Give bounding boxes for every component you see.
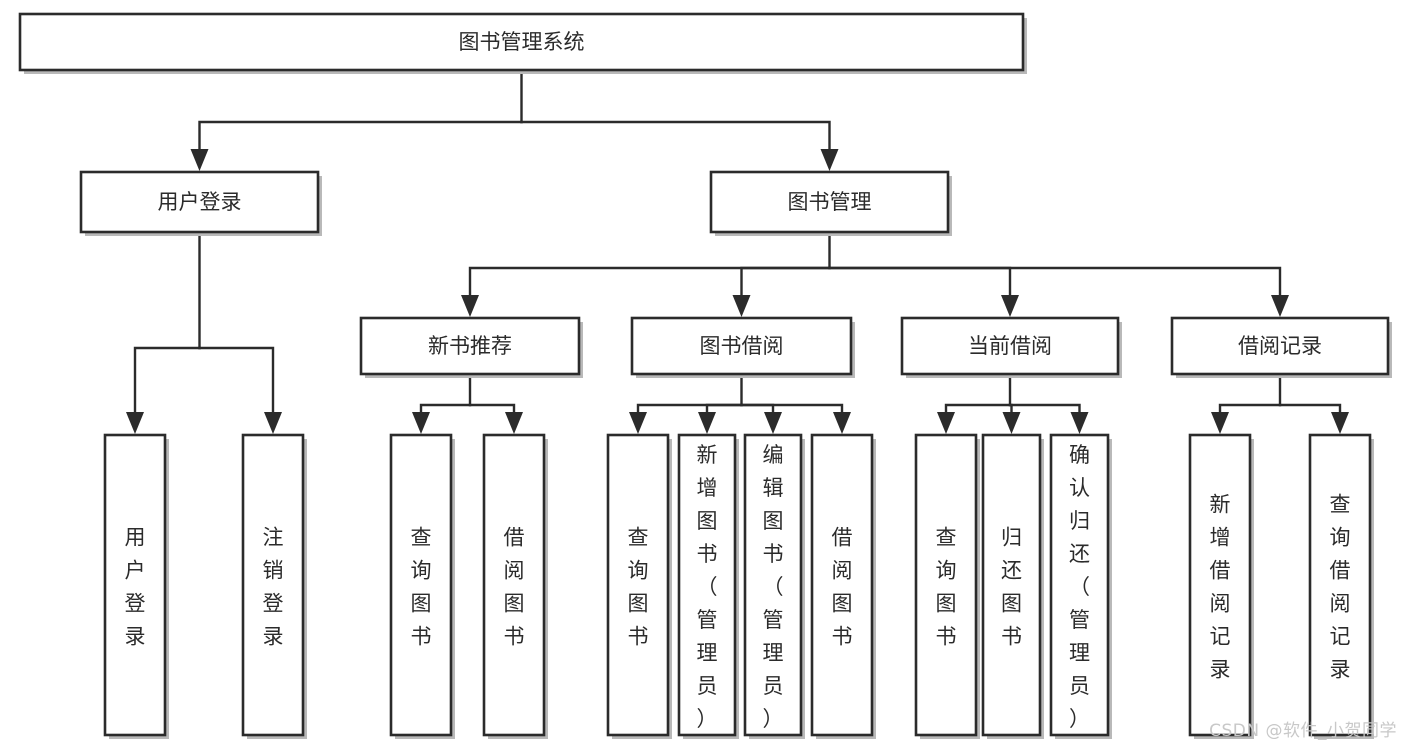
arrow-down-icon [190,149,209,171]
arrow-down-icon [264,412,282,434]
arrow-down-icon [820,149,839,171]
node-用户登录[interactable]: 用户登录 [103,433,169,739]
node-新增图书管理员[interactable]: 新增图书（管理员） [677,433,739,739]
arrow-down-icon [833,412,851,434]
node-label: 借阅图书 [504,526,525,649]
node-label: 注销登录 [263,526,284,649]
arrow-down-icon [1271,295,1289,317]
node-label: 图书管理 [788,190,872,214]
node-label: 查询图书 [628,526,649,649]
branch-line [944,403,1012,415]
connector-layer [126,68,1349,434]
node-借阅记录[interactable]: 借阅记录 [1170,316,1392,378]
branch-line [468,266,831,298]
arrow-down-icon [412,412,430,434]
node-label: 图书借阅 [700,334,784,358]
branch-line [1278,403,1342,415]
node-借阅图书[interactable]: 借阅图书 [810,433,876,739]
node-label: 查询借阅记录 [1330,493,1351,682]
arrow-down-icon [937,412,955,434]
node-label: 编辑图书（管理员） [763,443,784,731]
node-label: 借阅图书 [832,526,853,649]
arrow-down-icon [732,295,751,317]
branch-line [133,346,201,415]
node-借阅图书[interactable]: 借阅图书 [482,433,548,739]
node-label: 当前借阅 [968,334,1052,358]
arrow-down-icon [629,412,647,434]
node-label: 借阅记录 [1238,334,1322,358]
node-label: 图书管理系统 [459,30,585,54]
node-归还图书[interactable]: 归还图书 [981,433,1044,739]
node-label: 查询图书 [936,526,957,649]
branch-line [419,403,472,415]
node-label: 确认归还（管理员） [1069,443,1090,731]
node-查询图书[interactable]: 查询图书 [914,433,980,739]
node-label: 新增图书（管理员） [697,443,718,731]
node-查询借阅记录[interactable]: 查询借阅记录 [1308,433,1374,739]
node-图书管理[interactable]: 图书管理 [709,170,952,236]
node-label: 新增借阅记录 [1210,493,1231,682]
node-确认归还管理员[interactable]: 确认归还（管理员） [1049,433,1112,739]
branch-line [520,120,831,152]
arrow-down-icon [505,412,523,434]
arrow-down-icon [1002,412,1021,434]
branch-line [1008,403,1081,415]
node-label: 新书推荐 [428,334,512,358]
node-当前借阅[interactable]: 当前借阅 [900,316,1122,378]
arrow-down-icon [698,412,716,434]
node-label: 用户登录 [125,526,146,649]
branch-line [198,120,523,152]
branch-line [828,266,1012,298]
node-注销登录[interactable]: 注销登录 [241,433,307,739]
branch-line [468,403,516,415]
node-新增借阅记录[interactable]: 新增借阅记录 [1188,433,1254,739]
branch-line [198,346,275,415]
arrow-down-icon [764,412,782,434]
branch-line [740,403,844,415]
node-label: 查询图书 [411,526,432,649]
node-查询图书[interactable]: 查询图书 [389,433,455,739]
node-新书推荐[interactable]: 新书推荐 [359,316,583,378]
arrow-down-icon [1070,412,1089,434]
node-label: 用户登录 [158,190,242,214]
node-图书管理系统[interactable]: 图书管理系统 [18,12,1027,74]
branch-line [1218,403,1282,415]
branch-line [740,266,831,298]
node-用户登录[interactable]: 用户登录 [79,170,322,236]
arrow-down-icon [126,412,144,434]
arrow-down-icon [1001,295,1019,317]
node-编辑图书管理员[interactable]: 编辑图书（管理员） [743,433,805,739]
node-查询图书[interactable]: 查询图书 [606,433,672,739]
arrow-down-icon [1211,412,1229,434]
node-label: 归还图书 [1001,526,1022,649]
node-图书借阅[interactable]: 图书借阅 [630,316,855,378]
node-layer: 图书管理系统用户登录图书管理新书推荐图书借阅当前借阅借阅记录用户登录注销登录查询… [18,12,1392,739]
arrow-down-icon [461,295,479,317]
branch-line [828,266,1282,298]
arrow-down-icon [1331,412,1349,434]
branch-line [705,403,743,415]
